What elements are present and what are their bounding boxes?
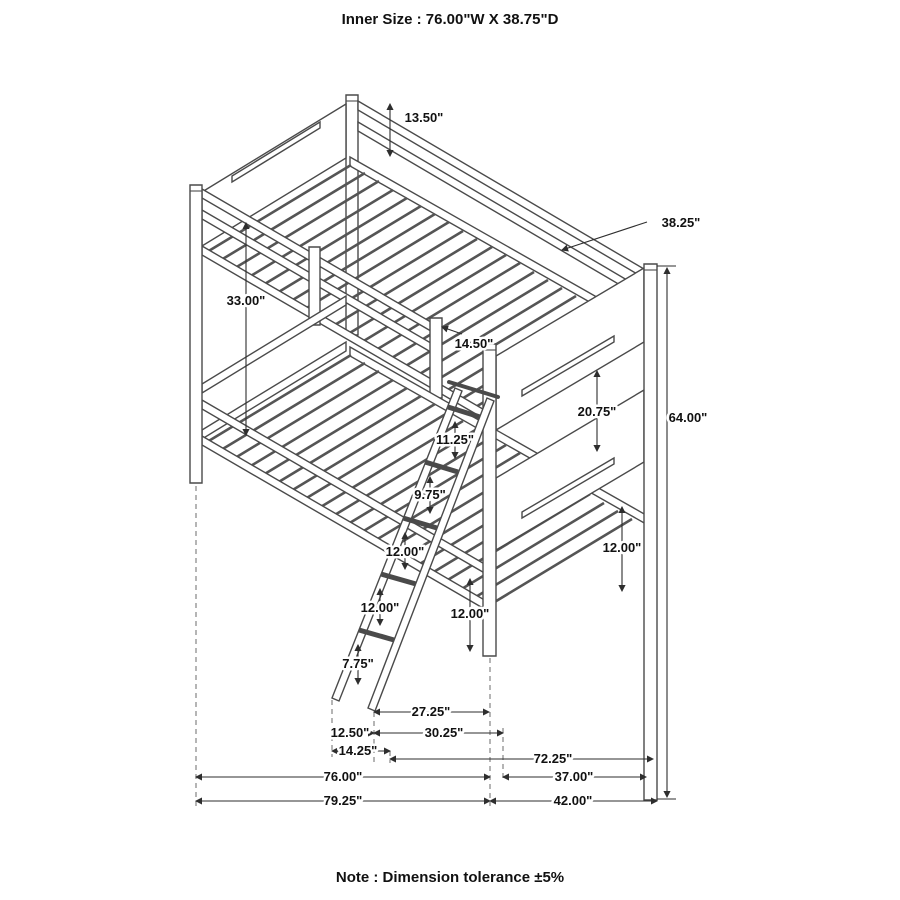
dim-label: 33.00" xyxy=(227,293,266,308)
dim-20-75: 20.75" xyxy=(575,369,619,453)
dim-label: 12.00" xyxy=(603,540,642,555)
dim-label: 14.25" xyxy=(339,743,378,758)
dim-37-00: 37.00" xyxy=(501,767,648,787)
dim-label: 7.75" xyxy=(342,656,373,671)
dim-label: 72.25" xyxy=(534,751,573,766)
tolerance-note: Note : Dimension tolerance ±5% xyxy=(336,869,564,886)
dimension-annotations: 13.50" 38.25" 33.00" 14.50" 20.75" 64.00… xyxy=(194,102,710,811)
dim-12-50: 12.50" xyxy=(328,723,376,743)
dim-label: 20.75" xyxy=(578,404,617,419)
ladder-left-rail xyxy=(331,387,463,702)
dim-12-00-side: 12.00" xyxy=(600,505,644,593)
dim-12-00-front-post: 12.00" xyxy=(448,577,492,653)
page-title: Inner Size : 76.00"W X 38.75"D xyxy=(342,11,559,28)
dim-label: 64.00" xyxy=(669,410,708,425)
dim-72-25: 72.25" xyxy=(388,749,655,769)
dim-38-25: 38.25" xyxy=(560,213,703,252)
dim-label: 37.00" xyxy=(555,769,594,784)
head-panel-upper-slot xyxy=(231,120,321,184)
dim-12-00-ladder-upper: 12.00" xyxy=(383,531,427,571)
dim-label: 12.00" xyxy=(361,600,400,615)
dim-27-25: 27.25" xyxy=(372,702,491,722)
dim-76-00: 76.00" xyxy=(194,767,492,787)
dim-label: 30.25" xyxy=(425,725,464,740)
dim-79-25: 79.25" xyxy=(194,791,492,811)
dim-label: 13.50" xyxy=(405,110,444,125)
dim-label: 27.25" xyxy=(412,704,451,719)
dim-label: 79.25" xyxy=(324,793,363,808)
guard-rail-mid-post xyxy=(308,246,321,326)
dim-label: 12.00" xyxy=(386,544,425,559)
rear-right-post xyxy=(643,263,658,801)
dim-7-75: 7.75" xyxy=(340,643,376,686)
bed-drawing xyxy=(189,94,658,801)
ladder-rungs xyxy=(358,404,481,643)
lower-head-rail-lower xyxy=(201,340,347,441)
dim-label: 14.50" xyxy=(455,336,494,351)
dim-label: 12.50" xyxy=(331,725,370,740)
guard-rail-end-post xyxy=(429,317,443,399)
dim-13-50: 13.50" xyxy=(386,102,446,158)
dim-label: 38.25" xyxy=(662,215,701,230)
foot-panel-lower-slot xyxy=(521,456,615,520)
dim-64-00: 64.00" xyxy=(657,265,710,800)
dim-label: 76.00" xyxy=(324,769,363,784)
dim-30-25: 30.25" xyxy=(372,723,505,743)
dim-33-00: 33.00" xyxy=(224,221,268,437)
dim-14-25: 14.25" xyxy=(330,741,392,761)
ladder-hook xyxy=(447,380,500,399)
foot-panel-upper-slot xyxy=(521,334,615,398)
dim-label: 42.00" xyxy=(554,793,593,808)
dim-label: 12.00" xyxy=(451,606,490,621)
dim-11-25: 11.25" xyxy=(434,420,476,460)
dim-label: 11.25" xyxy=(436,432,474,447)
dim-12-00-ladder-lower: 12.00" xyxy=(358,587,402,627)
dim-14-50: 14.50" xyxy=(440,325,496,354)
top-rear-rail-lower xyxy=(357,120,645,301)
lower-head-rail-upper xyxy=(201,294,347,395)
dim-9-75: 9.75" xyxy=(412,475,448,515)
front-left-post xyxy=(189,184,203,484)
extension-lines xyxy=(195,486,504,806)
dim-42-00: 42.00" xyxy=(488,791,659,811)
dim-label: 9.75" xyxy=(414,487,445,502)
